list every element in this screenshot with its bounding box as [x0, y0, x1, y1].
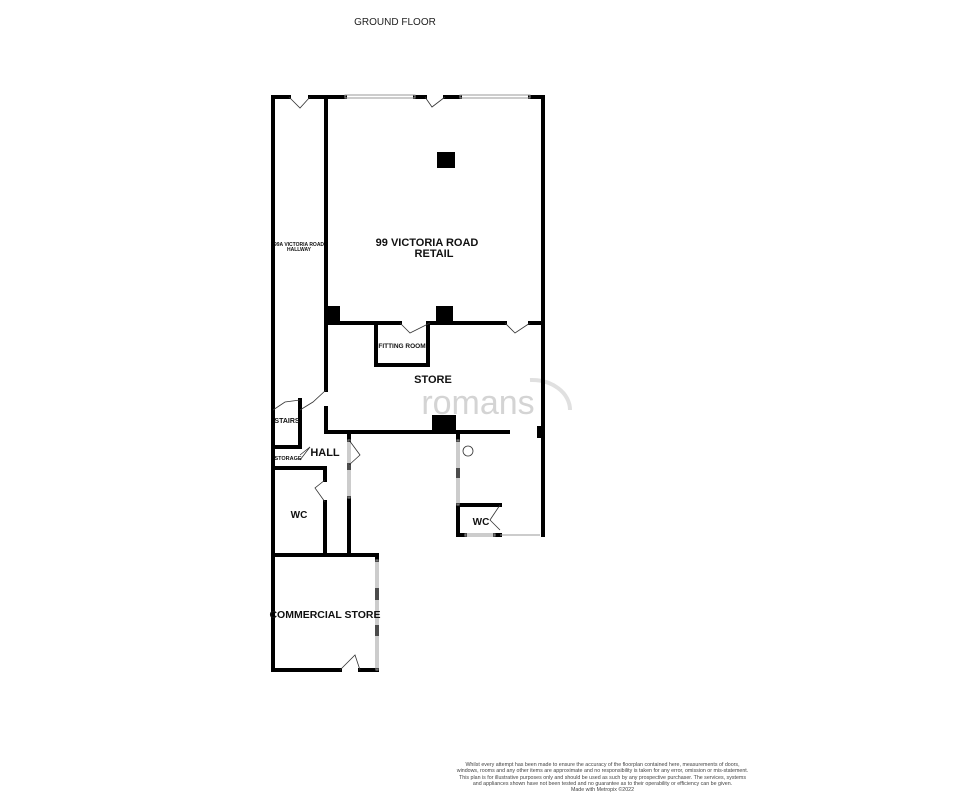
disclaimer: Whilst every attempt has been made to en… — [455, 762, 750, 793]
room-label-wc-right: WC — [473, 517, 490, 528]
room-label-retail-2: RETAIL — [415, 248, 454, 260]
windows — [344, 94, 540, 671]
room-label-commercial-store: COMMERCIAL STORE — [269, 609, 380, 621]
room-label-fitting-room: FITTING ROOM — [378, 343, 425, 350]
room-label-stairs: STAIRS — [274, 418, 299, 425]
pillars — [328, 152, 456, 432]
room-label-retail: 99 VICTORIA ROAD — [376, 237, 479, 249]
room-label-hall: HALL — [310, 447, 340, 459]
room-label-hallway-2: HALLWAY — [287, 247, 312, 253]
disclaimer-text: Whilst every attempt has been made to en… — [456, 762, 749, 787]
room-label-hallway: 99A VICTORIA ROAD — [274, 242, 324, 248]
room-label-storage: STORAGE — [274, 456, 301, 462]
doors — [272, 96, 531, 671]
made-with-credit: Made with Metropix ©2022 — [570, 787, 635, 794]
room-label-store: STORE — [414, 374, 452, 386]
watermark-swoosh — [529, 377, 573, 411]
floor-title: GROUND FLOOR — [354, 17, 436, 28]
room-label-wc-left: WC — [291, 510, 308, 521]
